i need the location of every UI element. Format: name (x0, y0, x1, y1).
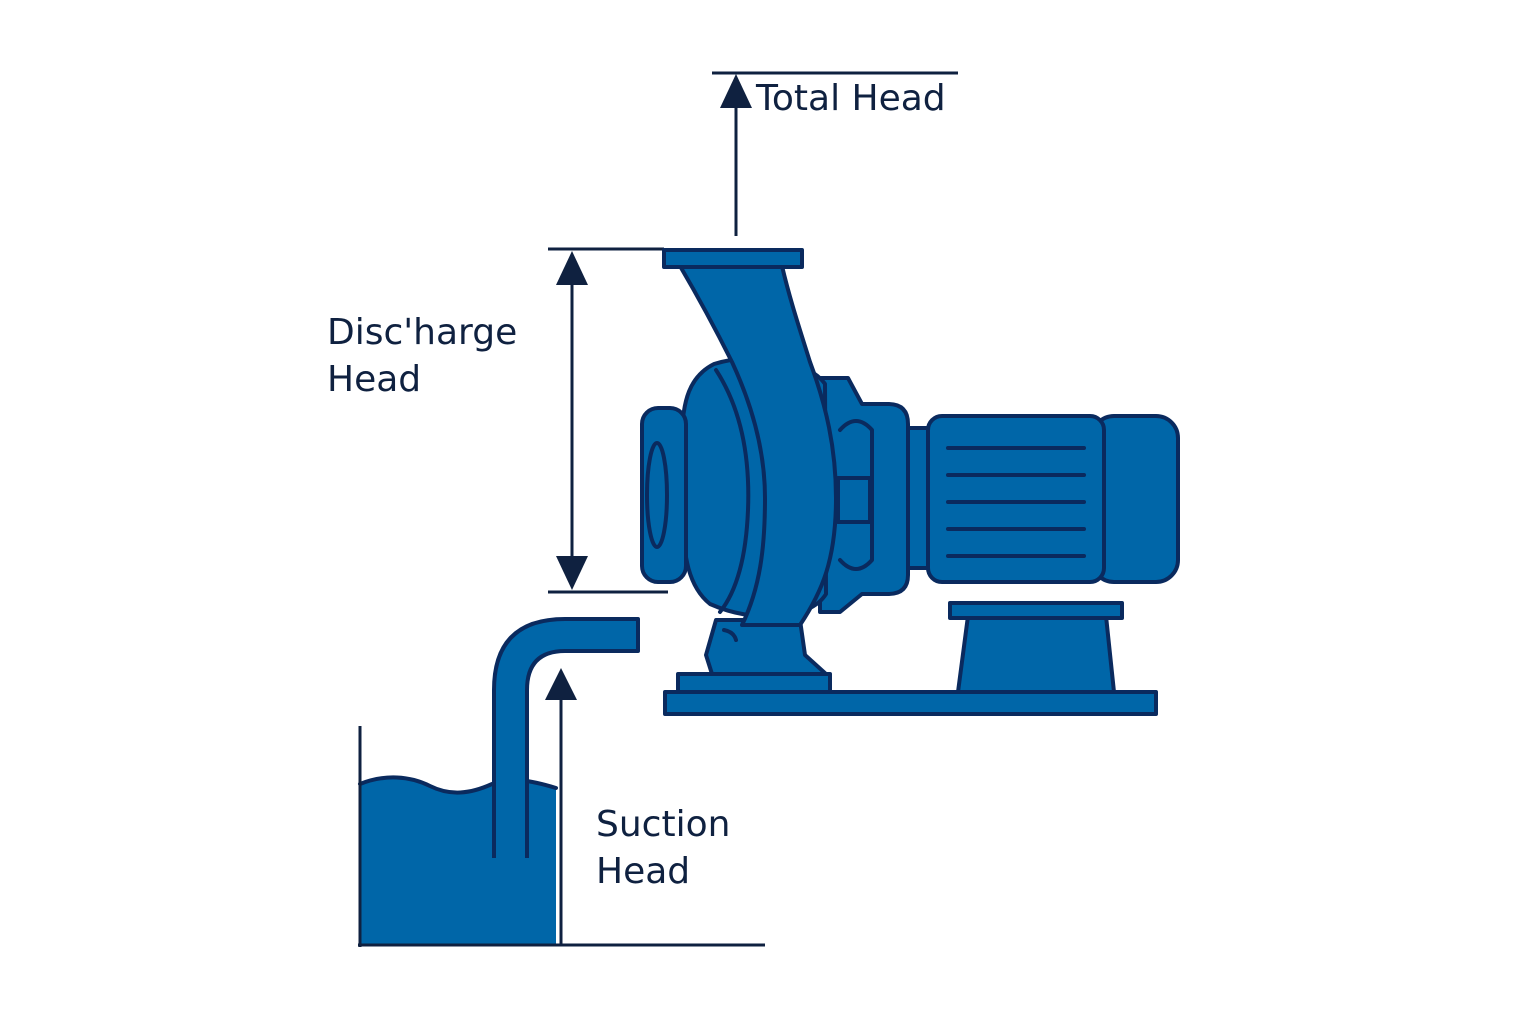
suction-head-label-line2: Head (596, 851, 690, 892)
electric-motor (898, 414, 1180, 584)
suction-flange (640, 406, 688, 584)
suction-head-annotation: Suction Head (545, 668, 730, 945)
pump-volute (678, 264, 838, 642)
suction-head-label-line1: Suction (596, 804, 730, 845)
discharge-head-label-line1: Disc'harge (327, 312, 517, 353)
discharge-head-arrowhead-down (556, 556, 588, 590)
discharge-neck (678, 264, 838, 627)
motor-pedestal (948, 601, 1124, 694)
base-plate (663, 690, 1158, 716)
pump-foot (676, 618, 832, 694)
volute-inner-line (714, 368, 751, 614)
total-head-arrowhead (720, 74, 752, 108)
suction-pipe (492, 617, 640, 858)
total-head-label: Total Head (755, 78, 946, 119)
discharge-head-arrowhead-up (556, 251, 588, 285)
discharge-flange (662, 248, 804, 269)
pump-drain-mark (722, 628, 738, 642)
total-head-annotation: Total Head (712, 71, 958, 236)
suction-head-arrowhead (545, 668, 577, 700)
discharge-head-annotation: Disc'harge Head (327, 247, 668, 594)
discharge-head-label-line2: Head (327, 359, 421, 400)
motor-body (926, 414, 1106, 584)
motor-cooling-fins (946, 446, 1086, 558)
suction-pipe-body (492, 617, 640, 858)
bearing-housing (818, 376, 910, 614)
